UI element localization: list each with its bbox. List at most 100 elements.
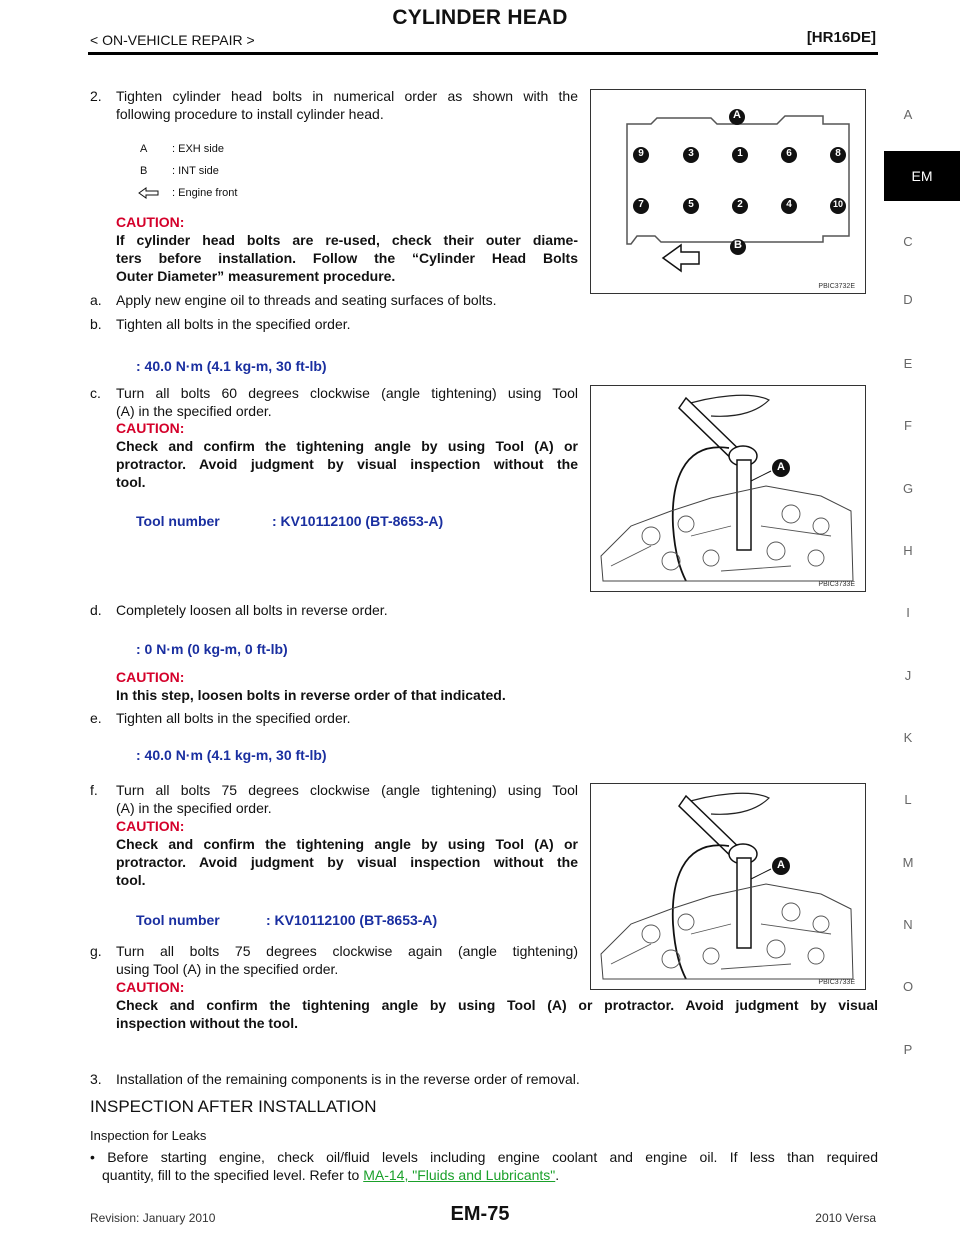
bolt-number: 9 [638, 148, 644, 159]
callout-a: A [777, 859, 785, 871]
side-index-letter[interactable]: J [904, 668, 912, 683]
substep-text: Turn all bolts 75 degrees clockwise agai… [116, 943, 578, 959]
figure-code: PBIC3732E [818, 283, 855, 290]
torque-spec: : 40.0 N·m (4.1 kg-m, 30 ft-lb) [136, 747, 327, 763]
substep-mark: d. [90, 602, 102, 618]
legend-key: A [140, 143, 148, 155]
bolt-number: 8 [835, 148, 841, 159]
bolt-number: 1 [737, 148, 743, 159]
legend-key: B [140, 165, 148, 177]
bullet-text-line2: quantity, fill to the specified level. R… [102, 1166, 559, 1184]
caution-label: CAUTION: [116, 979, 185, 995]
caution-text: In this step, loosen bolts in reverse or… [116, 687, 506, 703]
callout-b: B [734, 239, 742, 251]
step-number: 3. [90, 1071, 102, 1087]
side-index-letter[interactable]: F [904, 418, 912, 433]
bolt-number: 6 [786, 148, 792, 159]
caution-label: CAUTION: [116, 669, 185, 685]
bullet-text: • Before starting engine, check oil/flui… [90, 1149, 878, 1165]
tool-number-value: : KV10112100 (BT-8653-A) [272, 513, 444, 529]
angle-wrench-figure: A PBIC3733E [590, 385, 866, 592]
bolt-order-figure: A B 9 3 1 6 8 7 5 2 4 10 PBIC3732E [590, 89, 866, 294]
substep-mark: a. [90, 292, 102, 308]
caution-label: CAUTION: [116, 214, 185, 230]
step-text: following procedure to install cylinder … [116, 106, 384, 122]
legend-text: : INT side [172, 165, 219, 177]
caution-text: protractor. Avoid judgment by visual ins… [116, 854, 578, 870]
reference-link[interactable]: MA-14, "Fluids and Lubricants" [363, 1167, 556, 1183]
caution-text: Check and confirm the tightening angle b… [116, 997, 878, 1013]
tool-number-label: Tool number [136, 513, 220, 529]
substep-text: Tighten all bolts in the specified order… [116, 316, 351, 332]
side-index-letter[interactable]: G [902, 481, 914, 496]
tool-number-label: Tool number [136, 912, 220, 928]
figure-code: PBIC3733E [818, 581, 855, 588]
side-index-letter[interactable]: N [903, 917, 913, 932]
caution-text: protractor. Avoid judgment by visual ins… [116, 456, 578, 472]
tool-number-value: : KV10112100 (BT-8653-A) [266, 912, 438, 928]
side-index-letter[interactable]: D [903, 292, 913, 307]
substep-mark: g. [90, 943, 102, 959]
side-index-letter[interactable]: O [902, 979, 914, 994]
bullet-text: . [555, 1167, 560, 1183]
side-index-active-tab[interactable]: EM [884, 151, 960, 201]
section-label: < ON-VEHICLE REPAIR > [90, 32, 255, 48]
callout-a: A [733, 109, 741, 121]
caution-text: tool. [116, 872, 146, 888]
bullet-text: quantity, fill to the specified level. R… [102, 1167, 364, 1183]
engine-front-arrow-icon [138, 187, 160, 202]
angle-wrench-figure: A PBIC3733E [590, 783, 866, 990]
bolt-number: 7 [638, 199, 644, 210]
substep-text: (A) in the specified order. [116, 403, 272, 419]
caution-text: If cylinder head bolts are re-used, chec… [116, 232, 578, 248]
caution-label: CAUTION: [116, 420, 185, 436]
side-index-letter[interactable]: A [903, 107, 913, 122]
bolt-number: 4 [786, 199, 792, 210]
substep-text: Turn all bolts 75 degrees clockwise (ang… [116, 782, 578, 798]
engine-label: [HR16DE] [806, 29, 876, 46]
bolt-number: 2 [737, 199, 743, 210]
caution-label: CAUTION: [116, 818, 185, 834]
caution-text: Outer Diameter” measurement procedure. [116, 268, 396, 284]
legend-text: : Engine front [172, 187, 238, 199]
side-index-letter[interactable]: L [904, 792, 912, 807]
step-text: Installation of the remaining components… [116, 1071, 580, 1087]
torque-spec: : 40.0 N·m (4.1 kg-m, 30 ft-lb) [136, 358, 327, 374]
step-text: Tighten cylinder head bolts in numerical… [116, 88, 578, 104]
substep-text: Turn all bolts 60 degrees clockwise (ang… [116, 385, 578, 401]
substep-mark: f. [90, 782, 98, 798]
bolt-number: 5 [688, 199, 694, 210]
figure-code: PBIC3733E [818, 979, 855, 986]
side-index-letter[interactable]: K [903, 730, 913, 745]
substep-text: using Tool (A) in the specified order. [116, 961, 339, 977]
substep-mark: c. [90, 385, 101, 401]
side-index-letter[interactable]: P [903, 1042, 913, 1057]
side-index-letter[interactable]: H [903, 543, 913, 558]
subsection-heading: Inspection for Leaks [90, 1128, 207, 1143]
substep-text: Completely loosen all bolts in reverse o… [116, 602, 388, 618]
substep-mark: e. [90, 710, 102, 726]
caution-text: inspection without the tool. [116, 1015, 298, 1031]
caution-text: Check and confirm the tightening angle b… [116, 836, 578, 852]
header-rule [88, 52, 878, 55]
legend-text: : EXH side [172, 143, 224, 155]
section-heading: INSPECTION AFTER INSTALLATION [90, 1097, 377, 1116]
bolt-number: 3 [688, 148, 694, 159]
side-index-letter[interactable]: I [906, 605, 910, 620]
revision-date: Revision: January 2010 [90, 1211, 216, 1225]
side-index-letter[interactable]: E [903, 356, 913, 371]
caution-text: ters before installation. Follow the “Cy… [116, 250, 578, 266]
side-index-letter[interactable]: M [902, 855, 914, 870]
substep-text: (A) in the specified order. [116, 800, 272, 816]
page-title: CYLINDER HEAD [392, 6, 568, 29]
caution-text: Check and confirm the tightening angle b… [116, 438, 578, 454]
torque-spec: : 0 N·m (0 kg-m, 0 ft-lb) [136, 641, 288, 657]
callout-a: A [777, 461, 785, 473]
page-number: EM-75 [450, 1203, 510, 1225]
caution-text: tool. [116, 474, 146, 490]
bolt-number: 10 [832, 199, 843, 209]
substep-text: Tighten all bolts in the specified order… [116, 710, 351, 726]
substep-mark: b. [90, 316, 102, 332]
step-number: 2. [90, 88, 102, 104]
side-index-letter[interactable]: C [903, 234, 913, 249]
